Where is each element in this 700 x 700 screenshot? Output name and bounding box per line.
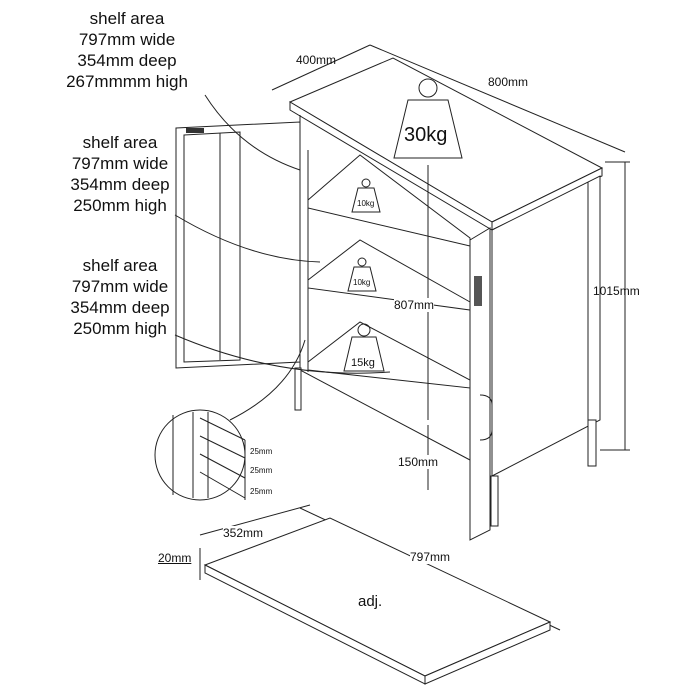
total-height-label: 1015mm [593,284,640,298]
hole-spacing-2: 25mm [250,466,273,475]
leg [490,475,499,527]
hole-spacing-3: 25mm [250,487,273,496]
hole-spacing-1: 25mm [250,447,273,456]
shelf-note-2: shelf area 797mm wide 354mm deep 250mm h… [45,132,195,216]
weight-icon-10kg-upper [351,178,381,213]
note-wide: 797mm wide [71,154,169,173]
door-handle [479,394,493,441]
leg [294,367,302,411]
note-deep: 354mm deep [70,298,170,317]
detail-circle [154,409,246,501]
note-wide: 797mm wide [78,30,176,49]
bottom-load-label: 15kg [351,357,375,369]
weight-icon-10kg-middle [347,257,377,292]
leg [587,419,597,467]
note-high: 250mm high [73,196,167,215]
note-title: shelf area [89,9,165,28]
cabinet-side [491,175,601,477]
note-deep: 354mm deep [77,51,177,70]
note-wide: 797mm wide [71,277,169,296]
shelf-bottom [307,321,471,389]
note-high: 250mm high [73,319,167,338]
cabinet-top-side [491,167,603,231]
door-vent [474,276,482,306]
top-load-label: 30kg [404,124,448,146]
weight-icon-15kg [343,323,385,372]
shelf-depth-label: 352mm [223,526,264,540]
note-high: 267mmmm high [66,72,188,91]
shelf1-load-label: 10kg [357,199,375,208]
shelf-note-3: shelf area 797mm wide 354mm deep 250mm h… [45,255,195,339]
width-label: 800mm [488,75,529,89]
weight-icon-30kg [393,78,463,159]
note-title: shelf area [82,133,158,152]
shelf-thickness-label: 20mm [158,551,192,565]
inner-height-label: 807mm [394,298,435,312]
depth-label: 400mm [296,53,337,67]
leg-height-label: 150mm [398,455,439,469]
note-title: shelf area [82,256,158,275]
dimension-lines [199,44,630,631]
shelf-middle [307,239,471,311]
shelf-adj-label: adj. [358,593,383,610]
right-door [469,227,491,541]
shelf-note-1: shelf area 797mm wide 354mm deep 267mmmm… [52,8,202,92]
note-deep: 354mm deep [70,175,170,194]
shelf-width-label: 797mm [410,550,451,564]
shelf2-load-label: 10kg [353,278,371,287]
